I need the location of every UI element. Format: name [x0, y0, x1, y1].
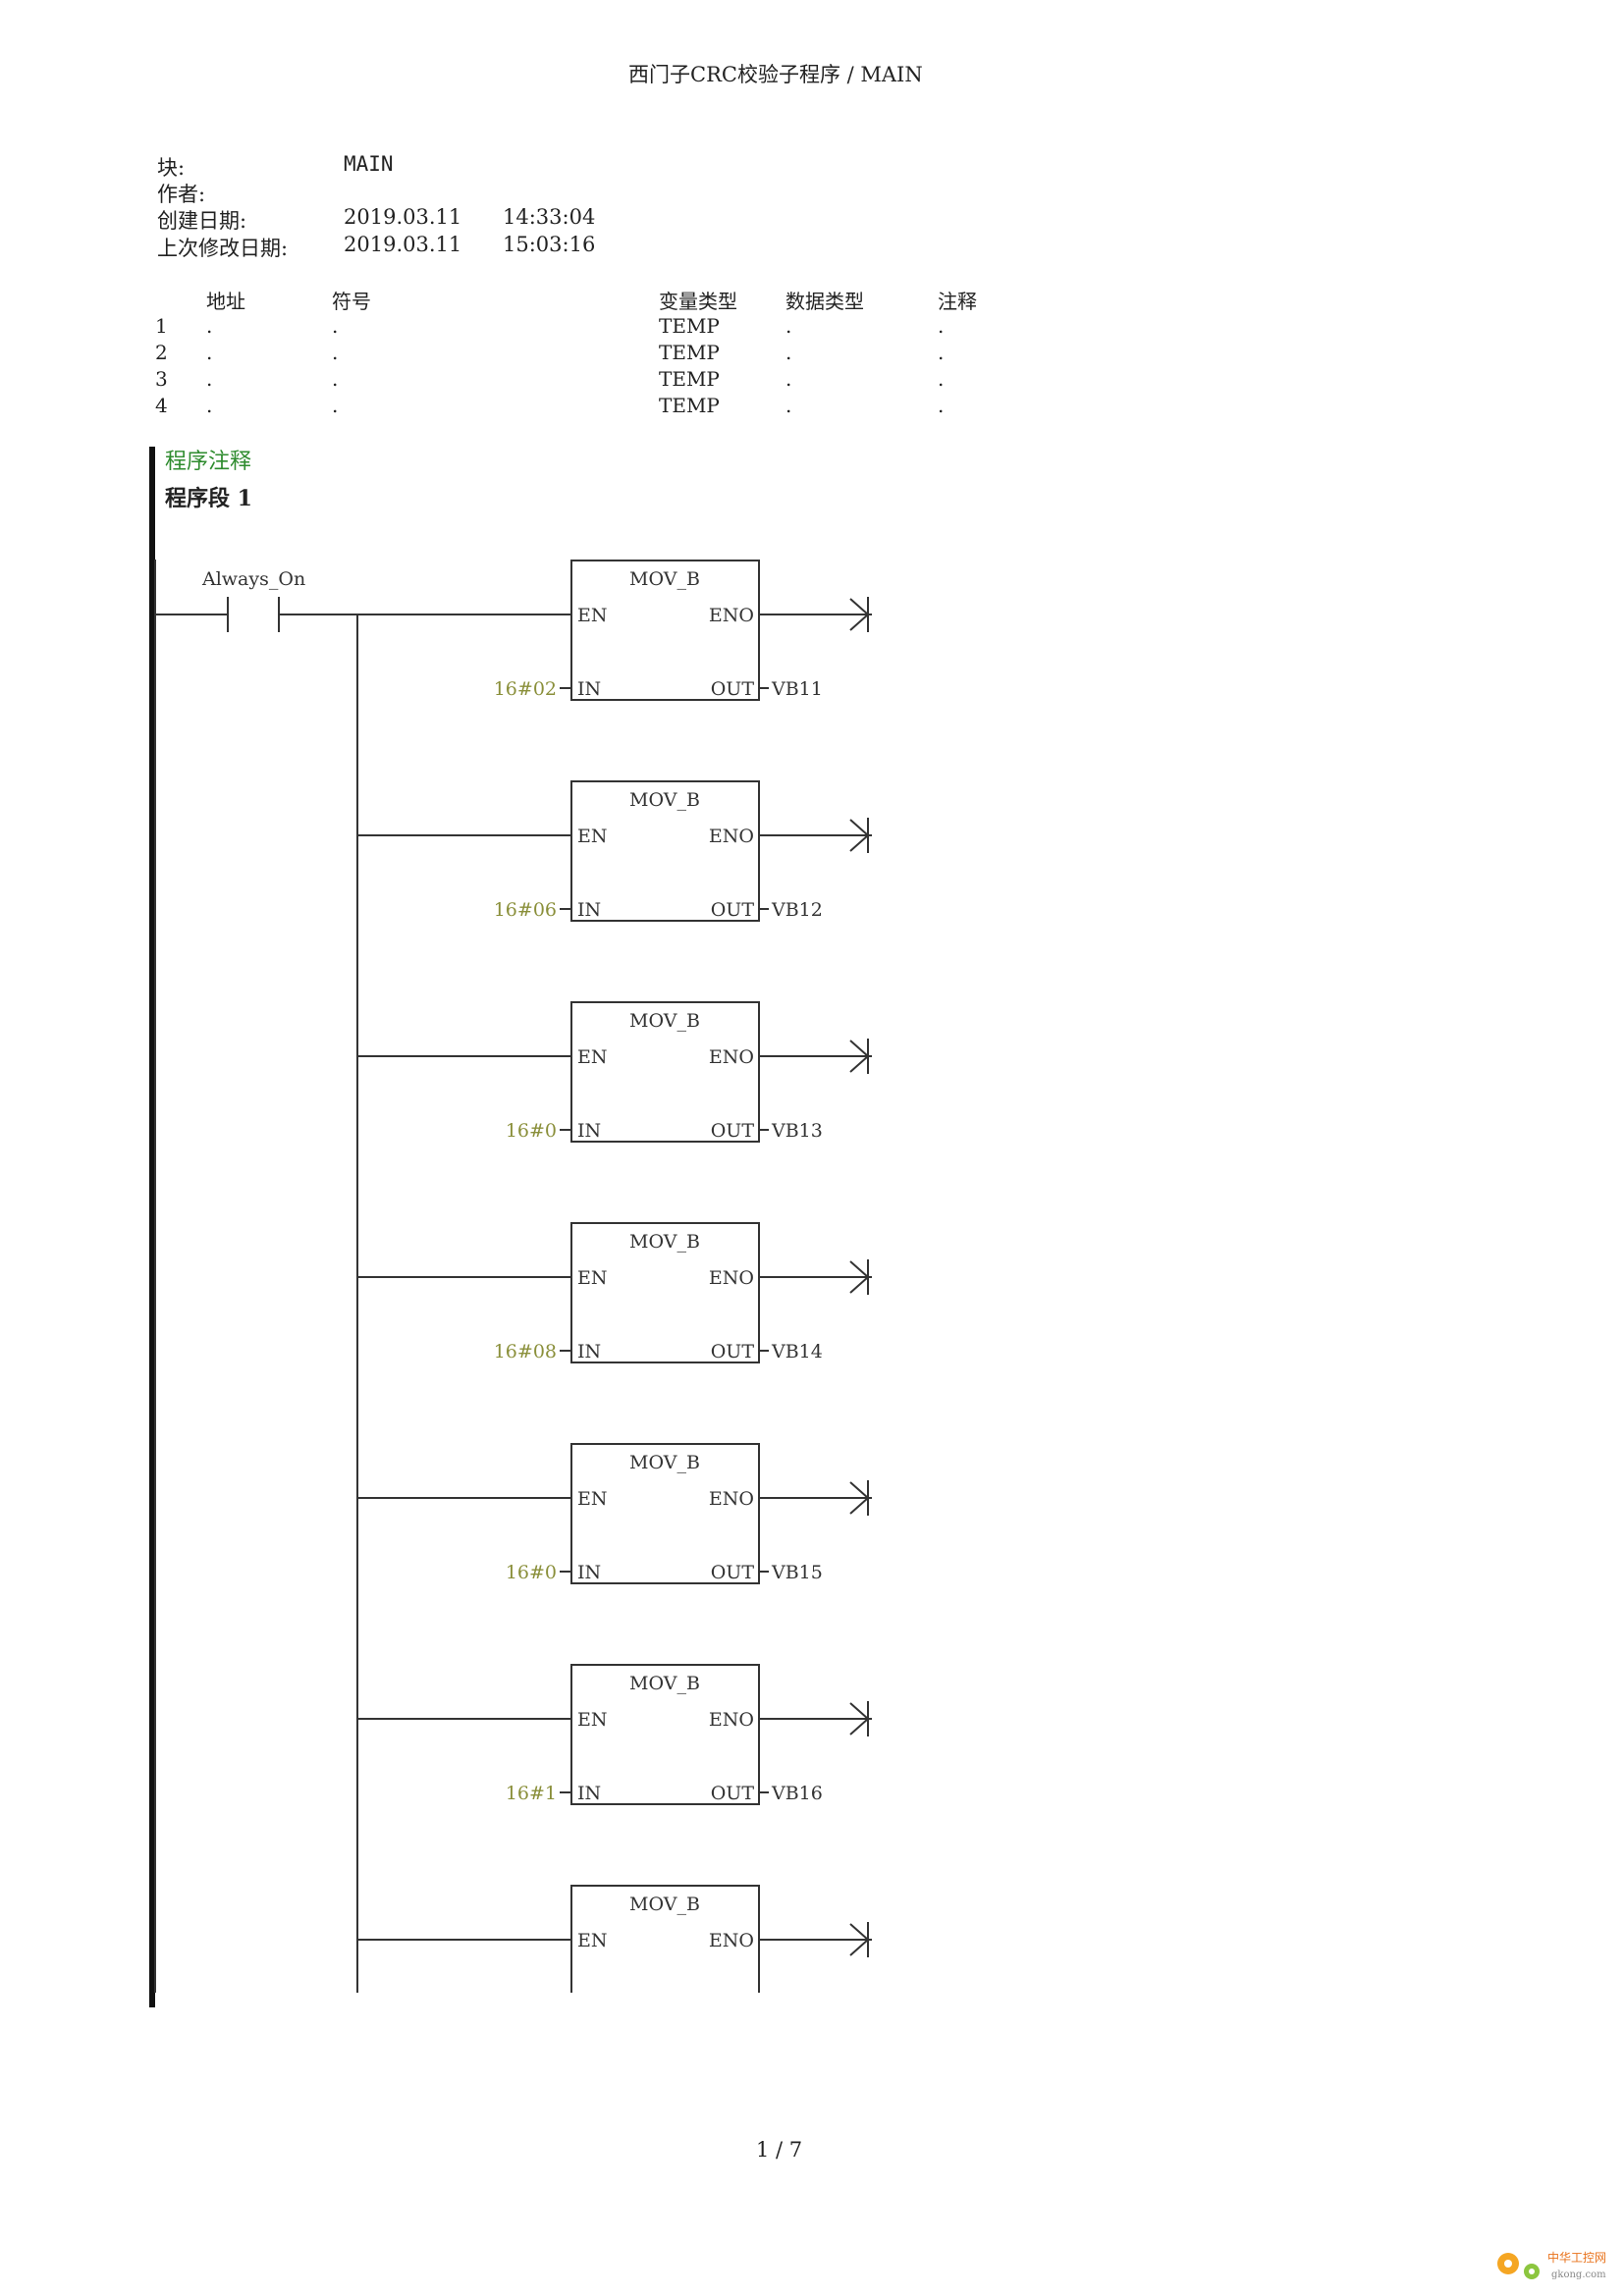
in-pin-label: IN	[577, 1341, 601, 1362]
row-var-type: TEMP	[659, 341, 720, 364]
row-address: .	[206, 314, 213, 338]
en-pin-label: EN	[577, 605, 608, 626]
eno-pin-label: ENO	[709, 1046, 754, 1068]
eno-pin-label: ENO	[709, 1930, 754, 1951]
out-pin-label: OUT	[711, 1120, 755, 1142]
mov-block-box	[570, 780, 760, 922]
row-address: .	[206, 367, 213, 391]
created-label: 创建日期:	[157, 209, 247, 233]
row-data-type: .	[785, 367, 792, 391]
eno-pin-label: ENO	[709, 1709, 754, 1731]
out-pin-label: OUT	[711, 678, 755, 700]
header-symbol: 符号	[332, 290, 371, 313]
row-comment: .	[938, 367, 945, 391]
row-data-type: .	[785, 314, 792, 338]
in-pin-label: IN	[577, 1120, 601, 1142]
block-name: MOV_B	[629, 1231, 700, 1253]
in-pin-label: IN	[577, 1562, 601, 1583]
header-var-type: 变量类型	[659, 290, 737, 313]
row-num: 2	[155, 341, 168, 364]
block-name: MOV_B	[629, 1673, 700, 1694]
block-value: MAIN	[344, 152, 394, 176]
in-value: 16#02	[494, 678, 557, 700]
out-value: VB11	[771, 678, 823, 700]
created-time: 14:33:04	[503, 205, 596, 229]
en-pin-label: EN	[577, 1488, 608, 1510]
block-name: MOV_B	[629, 568, 700, 590]
eno-pin-label: ENO	[709, 1488, 754, 1510]
in-value: 16#1	[506, 1783, 557, 1804]
row-var-type: TEMP	[659, 394, 720, 417]
watermark-line1: 中华工控网	[1547, 2250, 1606, 2265]
out-pin-label: OUT	[711, 899, 755, 921]
out-value: VB15	[771, 1562, 823, 1583]
out-pin-label: OUT	[711, 1341, 755, 1362]
row-data-type: .	[785, 341, 792, 364]
row-num: 4	[155, 394, 168, 417]
row-num: 1	[155, 314, 168, 338]
page-number: 1 / 7	[756, 2138, 803, 2162]
row-symbol: .	[332, 314, 339, 338]
row-comment: .	[938, 314, 945, 338]
mov-block-box	[570, 560, 760, 701]
in-value: 16#0	[506, 1562, 557, 1583]
row-symbol: .	[332, 394, 339, 417]
document-title: 西门子CRC校验子程序 / MAIN	[628, 63, 923, 86]
row-address: .	[206, 394, 213, 417]
in-value: 16#08	[494, 1341, 557, 1362]
mov-block-box	[570, 1664, 760, 1805]
out-value: VB13	[771, 1120, 823, 1142]
block-name: MOV_B	[629, 789, 700, 811]
row-var-type: TEMP	[659, 367, 720, 391]
header-comment: 注释	[938, 290, 977, 313]
in-pin-label: IN	[577, 678, 601, 700]
watermark-logo: 中华工控网 gkong.com	[1490, 2240, 1614, 2289]
in-value: 16#06	[494, 899, 557, 921]
header-address: 地址	[206, 290, 245, 313]
row-data-type: .	[785, 394, 792, 417]
out-pin-label: OUT	[711, 1783, 755, 1804]
modified-time: 15:03:16	[503, 233, 596, 256]
header-data-type: 数据类型	[785, 290, 864, 313]
block-name: MOV_B	[629, 1452, 700, 1473]
block-name: MOV_B	[629, 1894, 700, 1915]
in-pin-label: IN	[577, 1783, 601, 1804]
gear-icon	[1497, 2253, 1540, 2279]
out-value: VB16	[771, 1783, 823, 1804]
author-label: 作者:	[157, 183, 206, 206]
eno-pin-label: ENO	[709, 1267, 754, 1289]
out-pin-label: OUT	[711, 1562, 755, 1583]
en-pin-label: EN	[577, 826, 608, 847]
modified-date: 2019.03.11	[344, 233, 462, 256]
mov-block-box	[570, 1222, 760, 1363]
watermark-line2: gkong.com	[1551, 2269, 1606, 2280]
block-name: MOV_B	[629, 1010, 700, 1032]
in-pin-label: IN	[577, 899, 601, 921]
eno-pin-label: ENO	[709, 605, 754, 626]
created-date: 2019.03.11	[344, 205, 462, 229]
row-symbol: .	[332, 341, 339, 364]
out-value: VB12	[771, 899, 823, 921]
row-address: .	[206, 341, 213, 364]
row-comment: .	[938, 394, 945, 417]
program-comment-label: 程序注释	[165, 450, 252, 474]
eno-pin-label: ENO	[709, 826, 754, 847]
out-value: VB14	[771, 1341, 823, 1362]
row-num: 3	[155, 367, 168, 391]
mov-block-box	[570, 1443, 760, 1584]
row-var-type: TEMP	[659, 314, 720, 338]
row-symbol: .	[332, 367, 339, 391]
row-comment: .	[938, 341, 945, 364]
en-pin-label: EN	[577, 1930, 608, 1951]
en-pin-label: EN	[577, 1267, 608, 1289]
segment-title: 程序段 1	[165, 486, 252, 511]
en-pin-label: EN	[577, 1046, 608, 1068]
mov-block-box	[570, 1001, 760, 1143]
in-value: 16#0	[506, 1120, 557, 1142]
en-pin-label: EN	[577, 1709, 608, 1731]
block-label: 块:	[157, 156, 186, 180]
modified-label: 上次修改日期:	[157, 237, 289, 260]
contact-label: Always_On	[201, 568, 305, 590]
